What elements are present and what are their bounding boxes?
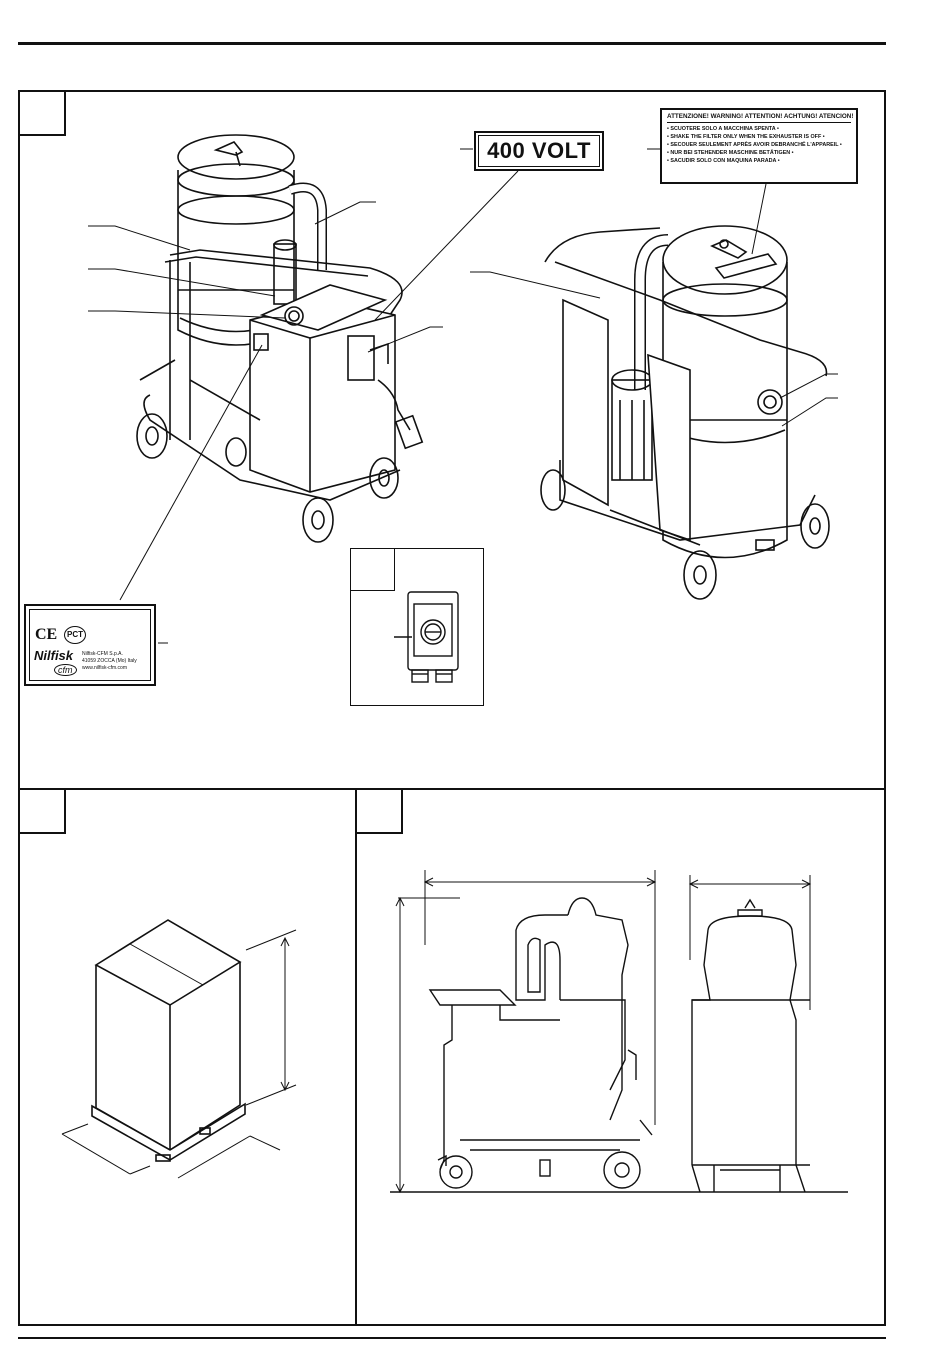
- warning-line: • NUR BEI STEHENDER MASCHINE BETÄTIGEN •: [667, 150, 794, 156]
- warning-label: ATTENZIONE! WARNING! ATTENTION! ACHTUNG!…: [660, 108, 858, 184]
- warning-line: • SHAKE THE FILTER ONLY WHEN THE EXHAUST…: [667, 134, 825, 140]
- brand-sub-logo: cfm: [54, 664, 77, 676]
- figure-number-box: [20, 92, 66, 136]
- warning-header: ATTENZIONE! WARNING! ATTENTION! ACHTUNG!…: [667, 113, 853, 123]
- pct-mark: PCT: [64, 626, 86, 644]
- top-rule: [18, 42, 886, 45]
- voltage-label-text: 400 VOLT: [478, 135, 600, 167]
- brand-logo: Nilfisk: [34, 648, 74, 663]
- rating-plate: CE PCT Nilfisk cfm Nilfisk-CFM S.p.A. 41…: [24, 604, 156, 686]
- rating-plate-border: CE PCT Nilfisk cfm Nilfisk-CFM S.p.A. 41…: [29, 609, 151, 681]
- plate-address: Nilfisk-CFM S.p.A. 41059 ZOCCA (Mo) Ital…: [82, 651, 137, 672]
- figure-number-box: [357, 790, 403, 834]
- figure-number-box: [20, 790, 66, 834]
- bottom-rule: [18, 1337, 886, 1339]
- warning-line: • SCUOTERE SOLO A MACCHINA SPENTA •: [667, 126, 779, 132]
- warning-line: • SECOUER SEULEMENT APRÈS AVOIR DEBRANCH…: [667, 142, 842, 148]
- switch-inset-panel: [350, 548, 484, 706]
- ce-mark: CE: [35, 626, 58, 643]
- plate-company: Nilfisk-CFM S.p.A.: [82, 651, 123, 657]
- plate-website: www.nilfisk-cfm.com: [82, 665, 128, 671]
- voltage-label: 400 VOLT: [474, 131, 604, 171]
- plate-city: 41059 ZOCCA (Mo) Italy: [82, 658, 137, 664]
- figure-panel-2: [18, 788, 357, 1326]
- inset-number-box: [351, 549, 395, 591]
- warning-line: • SACUDIR SOLO CON MAQUINA PARADA •: [667, 158, 780, 164]
